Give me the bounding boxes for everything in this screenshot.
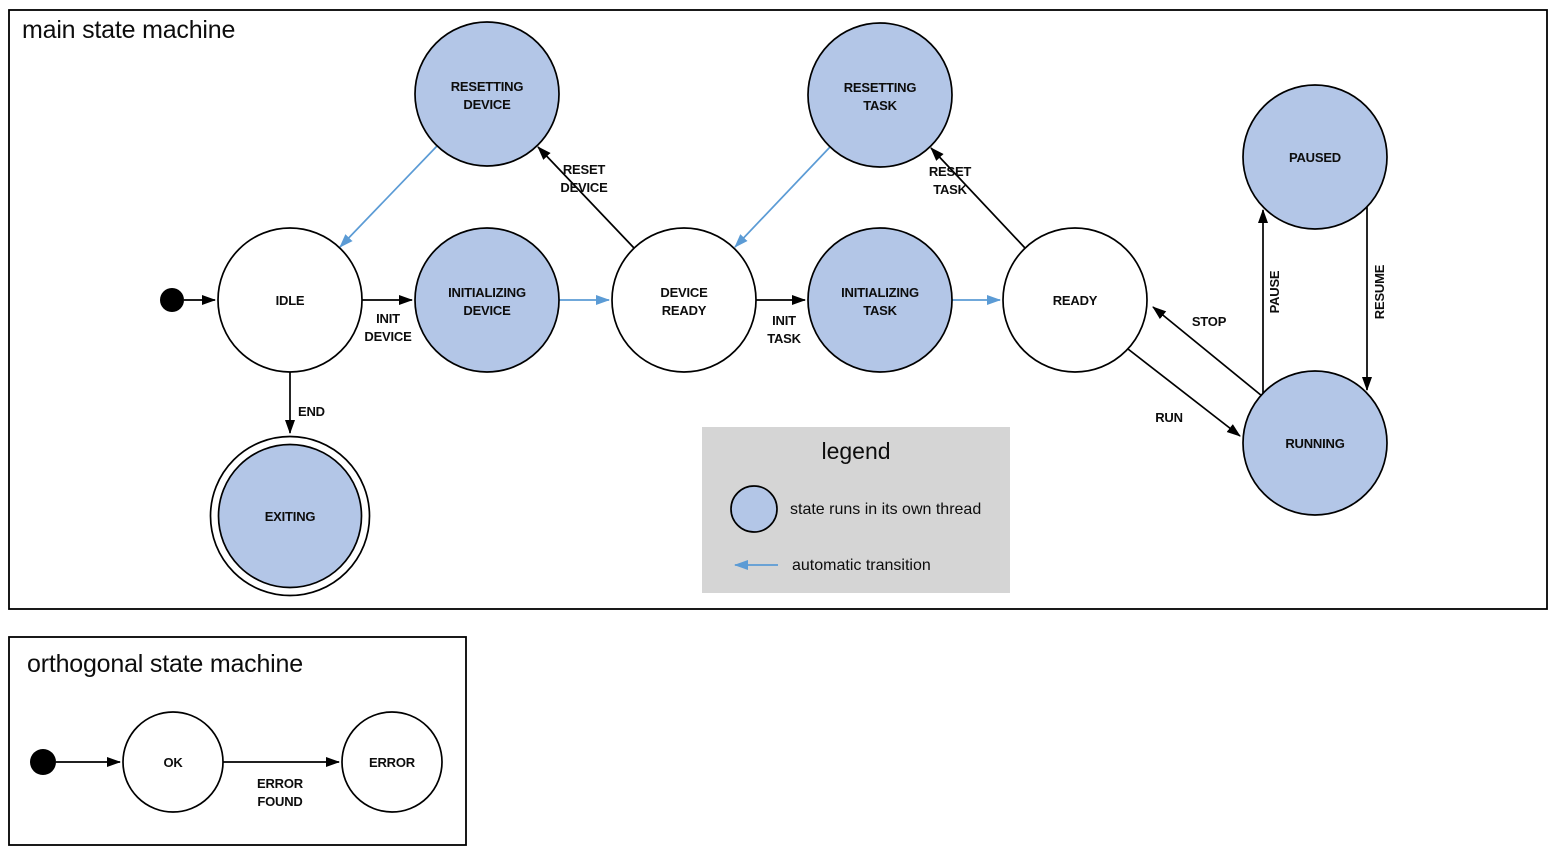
state-ok-label: OK <box>163 755 183 770</box>
state-resetting-device-label-line1: RESETTING <box>451 79 524 94</box>
state-ready: READY <box>1002 227 1148 373</box>
main-initial-state-dot <box>160 288 184 312</box>
state-paused-label: PAUSED <box>1289 150 1341 165</box>
label-reset-task-line2: TASK <box>933 182 967 197</box>
state-idle-label: IDLE <box>276 293 305 308</box>
state-error-circle <box>341 711 443 813</box>
state-resetting-device: RESETTING DEVICE <box>414 21 560 167</box>
state-device-ready: DEVICE READY <box>611 227 757 373</box>
legend-title: legend <box>821 438 890 464</box>
state-exiting-circle <box>217 443 363 589</box>
state-running: RUNNING <box>1242 370 1388 516</box>
label-init-task-line2: TASK <box>767 331 801 346</box>
state-initializing-device-circle <box>414 227 560 373</box>
state-resetting-task-label-line2: TASK <box>863 98 897 113</box>
state-resetting-task-circle <box>807 22 953 168</box>
state-initializing-task: INITIALIZING TASK <box>807 227 953 373</box>
label-reset-task: RESET TASK <box>929 164 972 197</box>
label-reset-task-line1: RESET <box>929 164 972 179</box>
state-resetting-device-circle <box>414 21 560 167</box>
orthogonal-frame-title: orthogonal state machine <box>27 650 303 678</box>
state-resetting-device-label-line2: DEVICE <box>463 97 511 112</box>
state-device-ready-circle <box>611 227 757 373</box>
label-pause: PAUSE <box>1267 270 1282 313</box>
state-paused: PAUSED <box>1242 84 1388 230</box>
state-initializing-device: INITIALIZING DEVICE <box>414 227 560 373</box>
state-resetting-task: RESETTING TASK <box>807 22 953 168</box>
state-ok: OK <box>122 711 224 813</box>
label-error-found-line1: ERROR <box>257 776 304 791</box>
transition-device-ready-to-resetting-device <box>537 146 635 249</box>
label-end: END <box>298 404 325 419</box>
transition-running-to-ready <box>1152 306 1263 397</box>
state-idle: IDLE <box>217 227 363 373</box>
state-running-label: RUNNING <box>1285 436 1344 451</box>
state-resetting-task-label-line1: RESETTING <box>844 80 917 95</box>
threaded-state-swatch-icon <box>730 485 778 533</box>
state-initializing-device-label-line1: INITIALIZING <box>448 285 526 300</box>
label-reset-device: RESET DEVICE <box>560 162 608 195</box>
label-reset-device-line1: RESET <box>563 162 606 177</box>
legend-thread-state-label: state runs in its own thread <box>790 501 981 518</box>
state-exiting: EXITING <box>209 435 371 597</box>
transition-auto-resetting-task-to-device-ready <box>734 146 831 248</box>
state-initializing-device-label-line2: DEVICE <box>463 303 511 318</box>
label-init-device-line1: INIT <box>376 311 400 326</box>
state-device-ready-label-line1: DEVICE <box>660 285 708 300</box>
label-init-task-line1: INIT <box>772 313 796 328</box>
state-initializing-task-label-line1: INITIALIZING <box>841 285 919 300</box>
transition-ready-to-resetting-task <box>930 147 1026 249</box>
state-error-label: ERROR <box>369 755 416 770</box>
legend: legend state runs in its own thread auto… <box>702 427 1010 593</box>
label-init-device-line2: DEVICE <box>364 329 412 344</box>
legend-auto-transition-label: automatic transition <box>792 557 931 574</box>
state-initializing-task-label-line2: TASK <box>863 303 897 318</box>
state-paused-circle <box>1242 84 1388 230</box>
label-error-found: ERROR FOUND <box>257 776 304 809</box>
state-idle-circle <box>217 227 363 373</box>
state-ok-circle <box>122 711 224 813</box>
orthogonal-initial-state-dot <box>30 749 56 775</box>
label-resume: RESUME <box>1372 264 1387 319</box>
state-ready-label: READY <box>1053 293 1098 308</box>
state-running-circle <box>1242 370 1388 516</box>
label-error-found-line2: FOUND <box>257 794 302 809</box>
state-initializing-task-circle <box>807 227 953 373</box>
label-stop: STOP <box>1192 314 1227 329</box>
state-exiting-label: EXITING <box>265 509 316 524</box>
state-ready-circle <box>1002 227 1148 373</box>
state-device-ready-label-line2: READY <box>662 303 707 318</box>
main-frame-border <box>8 9 1548 610</box>
transition-ready-to-running <box>1127 348 1241 437</box>
state-error: ERROR <box>341 711 443 813</box>
main-frame-title: main state machine <box>22 16 235 44</box>
orthogonal-frame-border <box>8 636 467 846</box>
label-init-device: INIT DEVICE <box>364 311 412 344</box>
main-state-machine-group: main state machine INIT DEVICE RESET DEV… <box>8 9 1548 610</box>
label-reset-device-line2: DEVICE <box>560 180 608 195</box>
orthogonal-state-machine-group: orthogonal state machine ERROR FOUND OK … <box>8 636 467 846</box>
transition-auto-resetting-device-to-idle <box>339 145 438 248</box>
label-run: RUN <box>1155 410 1183 425</box>
label-init-task: INIT TASK <box>767 313 802 346</box>
